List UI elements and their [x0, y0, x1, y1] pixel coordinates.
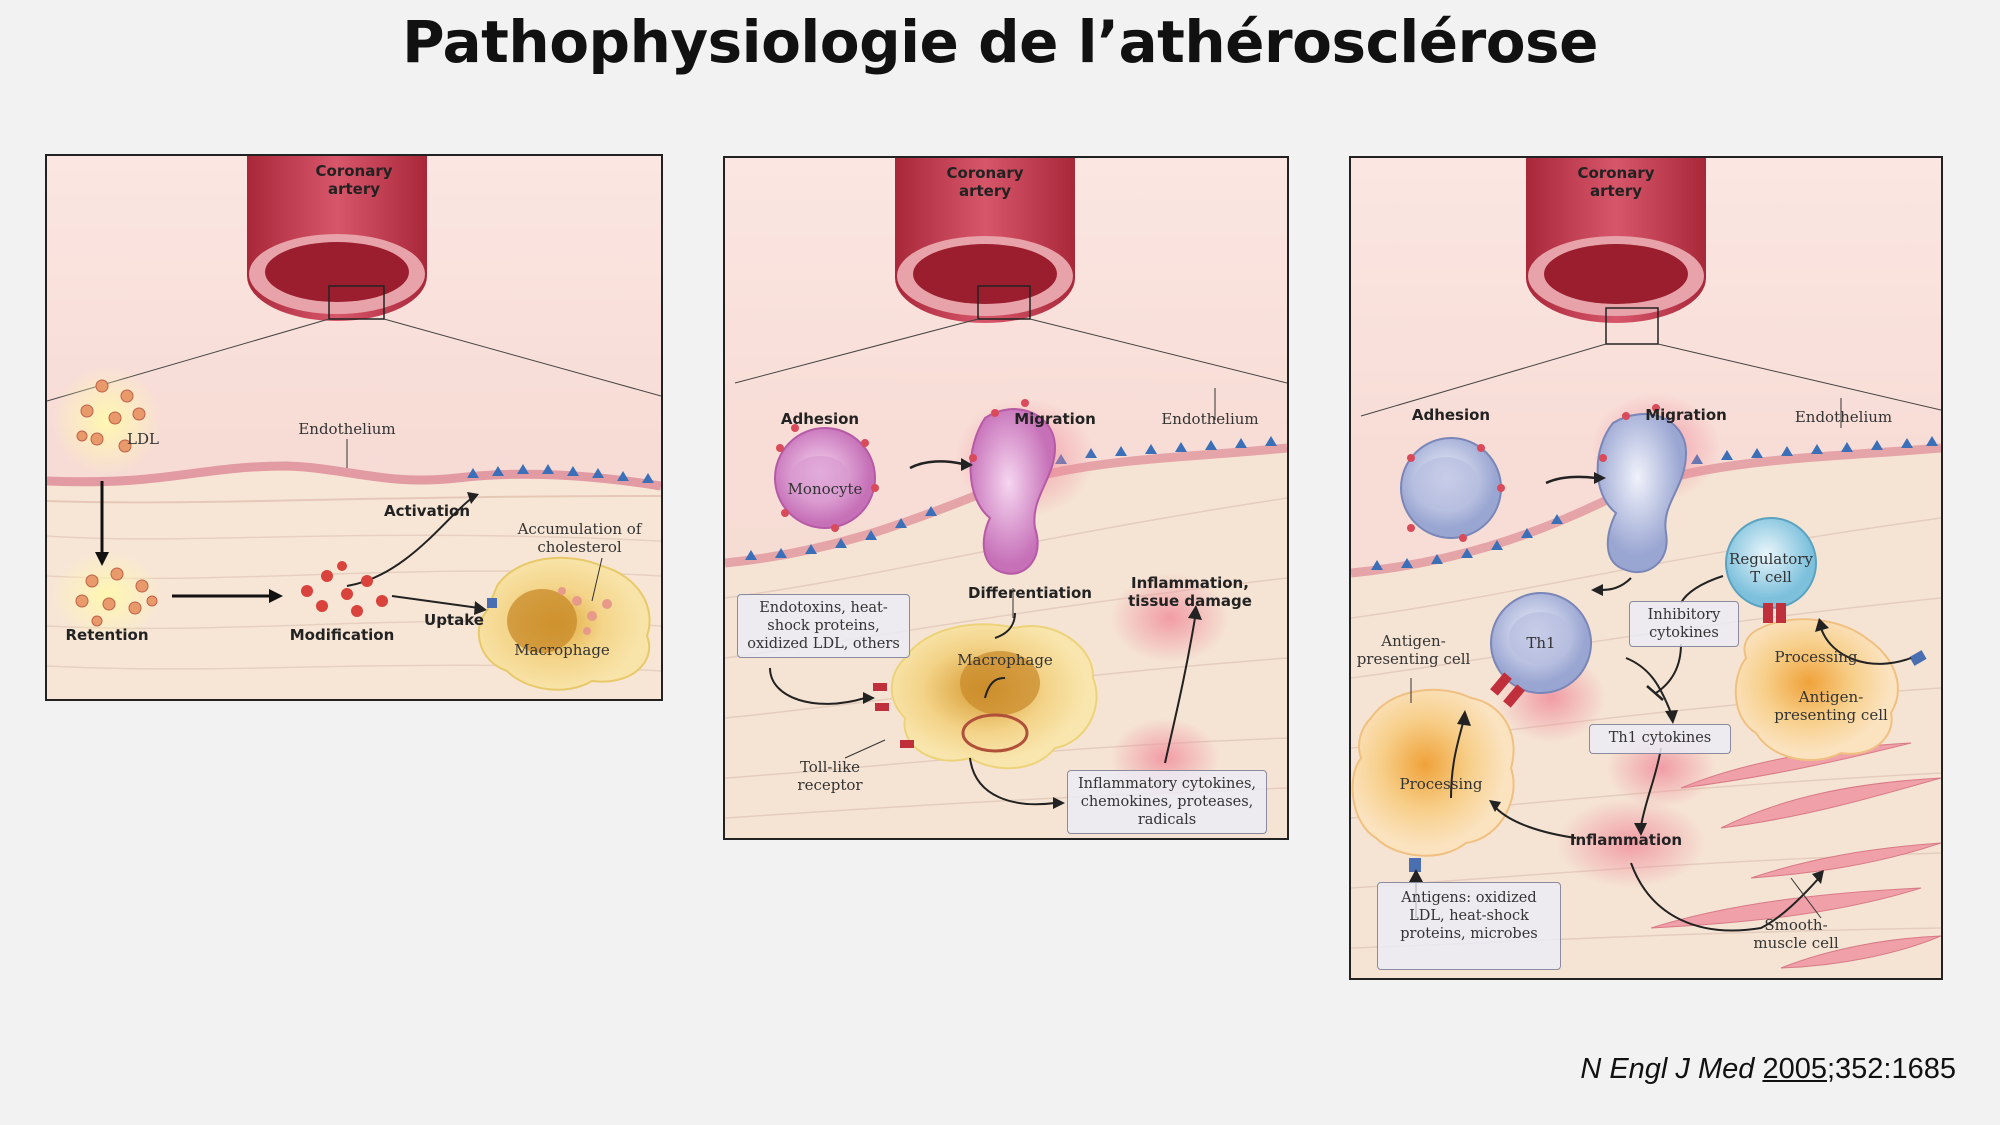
label-coronary-artery: Coronary artery [1577, 164, 1655, 200]
page-title: Pathophysiologie de l’athérosclérose [402, 8, 1598, 76]
label-inflammation-tissue-damage: Inflammation, tissue damage [1128, 574, 1252, 610]
label-accumulation: Accumulation of cholesterol [517, 520, 642, 556]
panel-monocyte-illustration [725, 158, 1287, 838]
label-endothelium: Endothelium [1161, 410, 1259, 428]
label-macrophage: Macrophage [957, 651, 1053, 669]
label-monocyte: Monocyte [787, 480, 863, 498]
label-apc-left: Antigen-presenting cell [1356, 632, 1471, 668]
label-processing-left: Processing [1399, 775, 1483, 793]
box-inhibitory-cytokines: Inhibitory cytokines [1629, 601, 1739, 647]
panel-ldl-illustration [47, 156, 661, 699]
panel-ldl: Coronary artery LDL Endothelium Activati… [45, 154, 663, 701]
label-endothelium: Endothelium [298, 420, 396, 438]
label-migration: Migration [1014, 410, 1096, 428]
box-inflammatory-cytokines: Inflammatory cytokines, chemokines, prot… [1067, 770, 1267, 834]
label-toll-like-receptor: Toll-like receptor [797, 758, 863, 794]
citation-year: 2005 [1762, 1053, 1827, 1085]
label-activation: Activation [383, 502, 470, 520]
panel-th1-illustration [1351, 158, 1941, 978]
panel-monocyte: Coronary artery Adhesion Migration Endot… [723, 156, 1289, 840]
label-uptake: Uptake [424, 611, 484, 629]
label-smooth-muscle-cell: Smooth-muscle cell [1753, 916, 1839, 952]
label-inflammation: Inflammation [1569, 831, 1683, 849]
label-differentiation: Differentiation [968, 584, 1092, 602]
label-migration: Migration [1645, 406, 1727, 424]
label-endothelium: Endothelium [1794, 408, 1893, 426]
label-coronary-artery: Coronary artery [946, 164, 1024, 200]
box-endotoxins: Endotoxins, heat-shock proteins, oxidize… [737, 594, 910, 658]
label-regulatory-t-cell: Regulatory T cell [1729, 550, 1813, 586]
label-modification: Modification [289, 626, 395, 644]
box-th1-cytokines: Th1 cytokines [1589, 724, 1731, 754]
label-retention: Retention [65, 626, 149, 644]
citation: N Engl J Med 2005;352:1685 [1580, 1053, 1956, 1086]
label-adhesion: Adhesion [1411, 406, 1491, 424]
label-macrophage: Macrophage [514, 641, 610, 659]
label-th1: Th1 [1526, 634, 1556, 652]
box-antigens: Antigens: oxidized LDL, heat-shock prote… [1377, 882, 1561, 970]
label-ldl: LDL [127, 430, 159, 448]
label-coronary-artery: Coronary artery [315, 162, 393, 198]
label-processing-right: Processing [1774, 648, 1858, 666]
citation-ref: ;352:1685 [1826, 1053, 1956, 1085]
citation-journal: N Engl J Med [1580, 1053, 1755, 1085]
label-adhesion: Adhesion [780, 410, 860, 428]
label-apc-right: Antigen-presenting cell [1774, 688, 1888, 724]
panel-th1: Coronary artery Adhesion Migration Endot… [1349, 156, 1943, 980]
